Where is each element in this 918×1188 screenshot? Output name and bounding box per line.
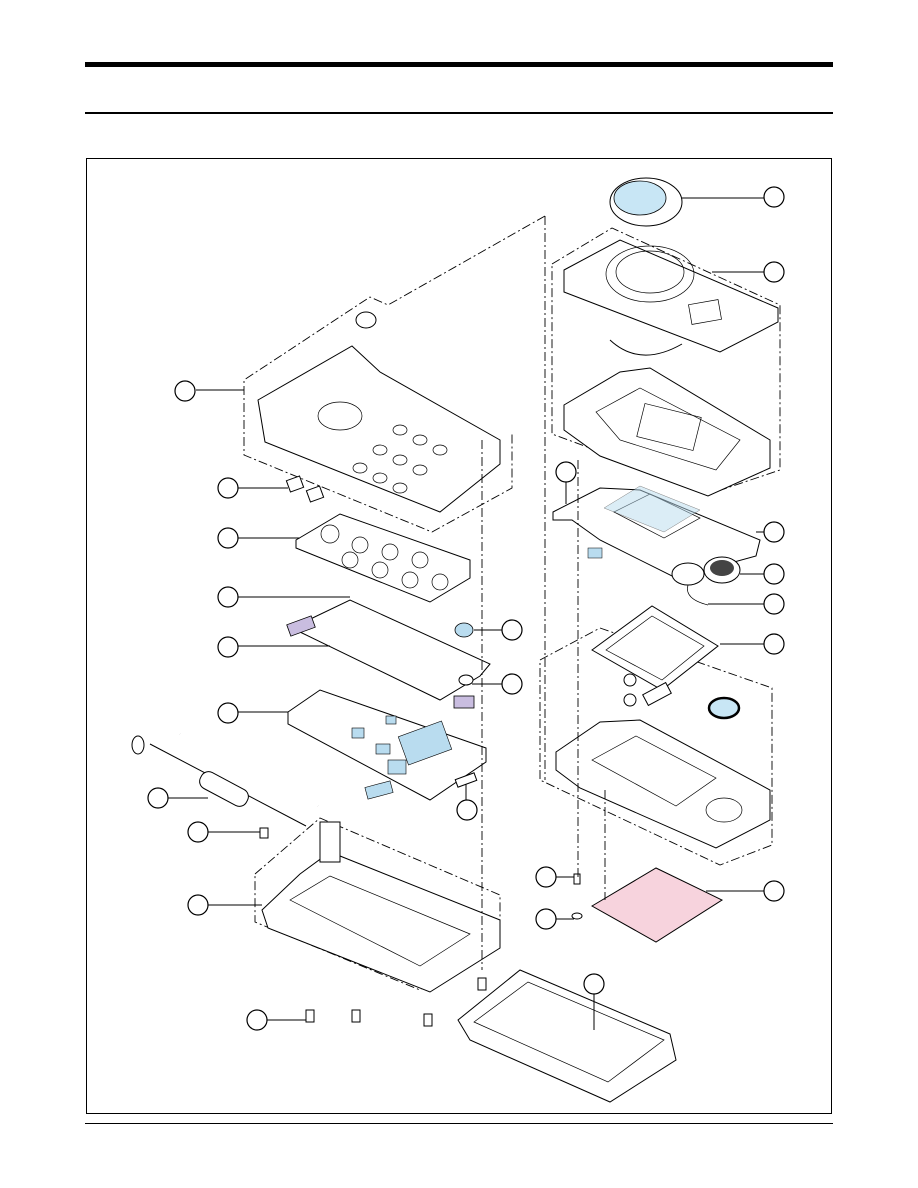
lcd-module — [552, 485, 761, 579]
assembly-outlines — [243, 215, 781, 991]
antenna — [131, 732, 319, 839]
vibrator-motor — [671, 562, 709, 606]
main-pcb — [287, 689, 487, 801]
speaker — [703, 556, 741, 584]
callout-3 — [174, 380, 196, 402]
footer-rule — [85, 1123, 833, 1124]
keypad-rubber — [295, 513, 471, 603]
window-lens — [609, 177, 683, 227]
diagram-frame — [86, 158, 832, 1114]
callout-14 — [501, 673, 523, 695]
side-key — [285, 475, 325, 503]
callout-22 — [535, 908, 557, 930]
callout-18 — [187, 821, 209, 843]
callout-20 — [763, 880, 785, 902]
callout-12 — [217, 636, 239, 658]
callout-2 — [763, 261, 785, 283]
callout-15 — [217, 702, 239, 724]
lcd-panel — [591, 605, 719, 691]
assembly-guidelines — [481, 440, 606, 970]
callout-7 — [217, 527, 239, 549]
callout-13 — [763, 633, 785, 655]
callout-10 — [217, 586, 239, 608]
keypad-cover — [257, 311, 501, 513]
front-housing — [563, 367, 771, 497]
screws-right — [571, 873, 583, 920]
callout-24 — [246, 1009, 268, 1031]
battery-cover — [457, 969, 677, 1103]
header-rule-thin — [85, 112, 833, 114]
callout-16 — [147, 787, 169, 809]
pink-pad — [591, 867, 724, 943]
callout-6 — [763, 521, 785, 543]
dome-sheet — [286, 599, 491, 709]
callouts — [147, 186, 785, 1031]
front-cover — [563, 239, 779, 356]
rear-case — [261, 821, 501, 993]
callout-19 — [535, 866, 557, 888]
callout-4 — [555, 461, 577, 483]
callout-17 — [456, 799, 478, 821]
callout-11 — [501, 619, 523, 641]
callout-1 — [763, 186, 785, 208]
callout-23 — [583, 973, 605, 995]
header-rule-thick — [85, 62, 833, 67]
callout-9 — [763, 593, 785, 615]
main-frame — [555, 673, 771, 849]
callout-5 — [217, 477, 239, 499]
callout-21 — [187, 894, 209, 916]
callout-8 — [763, 563, 785, 585]
screws-bottom — [305, 977, 487, 1027]
